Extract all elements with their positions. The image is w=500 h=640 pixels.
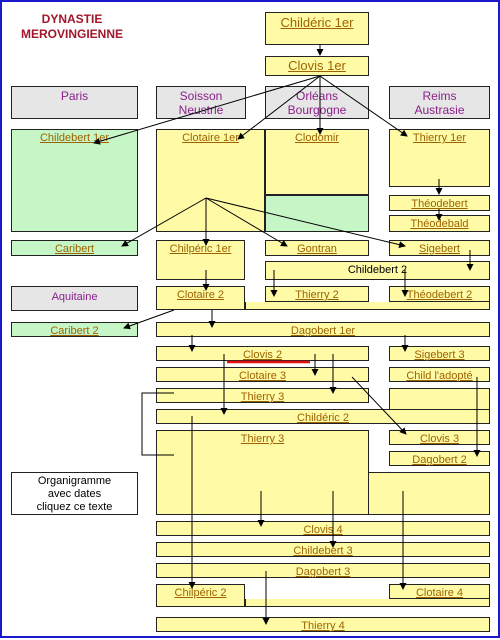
region-orleans-line-2: Bourgogne xyxy=(287,103,347,117)
bracket-thierry3 xyxy=(141,392,174,456)
organigramme-link[interactable]: Organigramme avec dates cliquez ce texte xyxy=(11,472,138,515)
king-theodebert-2-label: Théodebert 2 xyxy=(406,289,473,301)
king-theodebald-label: Théodebald xyxy=(410,218,469,230)
king-clovis-1er-label: Clovis 1er xyxy=(288,58,346,73)
region-reims-line-2: Austrasie xyxy=(414,103,465,117)
king-childeric-1er[interactable]: Childéric 1er xyxy=(265,12,369,45)
line-clotaire2-caribert2 xyxy=(123,309,175,330)
king-thierry-3-second-label: Thierry 3 xyxy=(240,433,285,445)
king-childeric-2-label: Childéric 2 xyxy=(297,412,349,424)
king-clodomir-label: Clodomir xyxy=(294,132,339,144)
king-theodebert-label: Théodebert xyxy=(411,198,468,210)
line-clovis-clotaire xyxy=(237,75,321,140)
king-thierry-2-label: Thierry 2 xyxy=(295,289,339,301)
region-soisson-line-2: Neustrie xyxy=(178,103,224,117)
king-dagobert-2[interactable]: Dagobert 2 xyxy=(389,451,490,466)
king-sigebert-3[interactable]: Sigebert 3 xyxy=(389,346,490,361)
thierry-3-extension xyxy=(369,472,490,515)
organigramme-line-1: Organigramme xyxy=(37,475,112,487)
king-thierry-4-label: Thierry 4 xyxy=(301,620,345,632)
king-childebert-2-label: Childebert 2 xyxy=(347,264,408,276)
king-child-ladopte-label: Child l'adopté xyxy=(406,370,473,382)
king-thierry-1er[interactable]: Thierry 1er xyxy=(389,129,490,187)
line-clotaire-caribert xyxy=(121,197,207,247)
king-thierry-3-first-label: Thierry 3 xyxy=(240,391,285,403)
king-childebert-3[interactable]: Childebert 3 xyxy=(156,542,490,557)
king-childebert-3-label: Childebert 3 xyxy=(293,545,353,557)
king-thierry-1er-label: Thierry 1er xyxy=(412,132,467,144)
title-line-2: MEROVINGIENNE xyxy=(20,27,123,41)
king-caribert-label: Caribert xyxy=(54,243,95,255)
king-sigebert-3-label: Sigebert 3 xyxy=(414,349,465,361)
king-clotaire-1er-label: Clotaire 1er xyxy=(182,132,239,144)
line-to-clovis3 xyxy=(351,376,407,435)
king-childeric-2[interactable]: Childéric 2 xyxy=(156,409,490,424)
orleans-green-area xyxy=(265,195,369,232)
region-aquitaine: Aquitaine xyxy=(11,286,138,311)
king-clotaire-1er[interactable]: Clotaire 1er xyxy=(156,129,265,232)
king-sigebert-label: Sigebert xyxy=(419,243,460,255)
organigramme-line-2: avec dates xyxy=(47,488,102,500)
band-strip-2 xyxy=(245,599,490,607)
king-caribert-2[interactable]: Caribert 2 xyxy=(11,322,138,337)
line-clovis-thierry xyxy=(319,75,408,137)
king-childebert-2: Childebert 2 xyxy=(265,261,490,280)
king-chilperic-1er-label: Chilpéric 1er xyxy=(169,243,232,255)
organigramme-line-3: cliquez ce texte xyxy=(36,501,113,513)
king-caribert[interactable]: Caribert xyxy=(11,240,138,256)
line-clovis-childebert xyxy=(93,75,321,145)
king-gontran-label: Gontran xyxy=(297,243,337,255)
region-aquitaine-label: Aquitaine xyxy=(51,291,98,303)
king-clovis-3[interactable]: Clovis 3 xyxy=(389,430,490,445)
king-sigebert[interactable]: Sigebert xyxy=(389,240,490,256)
king-clotaire-4[interactable]: Clotaire 4 xyxy=(389,584,490,599)
region-paris-label: Paris xyxy=(60,89,89,103)
king-dagobert-1er[interactable]: Dagobert 1er xyxy=(156,322,490,337)
region-paris: Paris xyxy=(11,86,138,119)
king-chilperic-2[interactable]: Chilpéric 2 xyxy=(156,584,245,607)
king-clovis-3-label: Clovis 3 xyxy=(419,433,460,445)
king-child-ladopte[interactable]: Child l'adopté xyxy=(389,367,490,382)
king-thierry-2[interactable]: Thierry 2 xyxy=(265,286,369,302)
region-soisson-line-1: Soisson xyxy=(179,89,223,103)
king-clovis-1er[interactable]: Clovis 1er xyxy=(265,56,369,76)
king-theodebert[interactable]: Théodebert xyxy=(389,195,490,211)
region-orleans-line-1: Orléans xyxy=(295,89,339,103)
king-thierry-3-first[interactable]: Thierry 3 xyxy=(156,388,369,403)
king-chilperic-2-label: Chilpéric 2 xyxy=(174,587,227,599)
king-dagobert-1er-label: Dagobert 1er xyxy=(290,325,356,337)
king-dagobert-3-label: Dagobert 3 xyxy=(295,566,351,578)
band-strip xyxy=(245,302,490,310)
chart-title: DYNASTIE MEROVINGIENNE xyxy=(12,12,132,42)
king-chilperic-1er[interactable]: Chilpéric 1er xyxy=(156,240,245,280)
line-clotaire-sigebert xyxy=(205,197,406,248)
king-childebert-1er[interactable]: Childebert 1er xyxy=(11,129,138,232)
line-clotaire-gontran xyxy=(205,197,288,247)
title-line-1: DYNASTIE xyxy=(41,12,103,26)
king-theodebert-2[interactable]: Théodebert 2 xyxy=(389,286,490,302)
king-dagobert-3[interactable]: Dagobert 3 xyxy=(156,563,490,578)
king-clotaire-3-label: Clotaire 3 xyxy=(238,370,287,382)
king-gontran[interactable]: Gontran xyxy=(265,240,369,256)
king-clotaire-4-label: Clotaire 4 xyxy=(415,587,464,599)
king-clotaire-2[interactable]: Clotaire 2 xyxy=(156,286,245,310)
king-clovis-2-label: Clovis 2 xyxy=(242,349,283,361)
region-reims-line-1: Reims xyxy=(422,89,457,103)
king-clovis-2[interactable]: Clovis 2 xyxy=(156,346,369,361)
king-childeric-1er-label: Childéric 1er xyxy=(280,15,354,30)
king-thierry-4[interactable]: Thierry 4 xyxy=(156,617,490,632)
king-childebert-1er-label: Childebert 1er xyxy=(39,132,110,144)
king-caribert-2-label: Caribert 2 xyxy=(50,325,99,337)
king-clotaire-2-label: Clotaire 2 xyxy=(176,289,225,301)
king-dagobert-2-label: Dagobert 2 xyxy=(412,454,467,466)
